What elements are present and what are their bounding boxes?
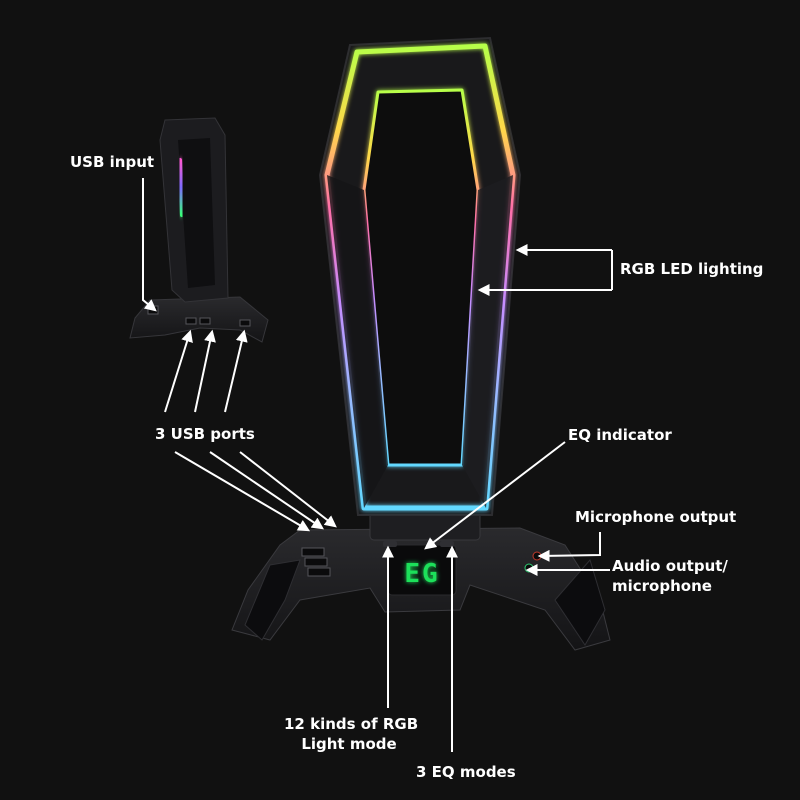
label-eq-modes: 3 EQ modes xyxy=(416,763,516,781)
arrow-usb-port-3 xyxy=(224,329,248,413)
rgb-mode-button[interactable] xyxy=(383,541,397,547)
side-usb-port[interactable] xyxy=(239,319,251,327)
label-eq-indicator: EQ indicator xyxy=(568,426,672,444)
label-microphone-output: Microphone output xyxy=(575,508,737,526)
arrow-usb-port-4 xyxy=(174,451,311,532)
stand-base-right-foot xyxy=(554,558,606,646)
eq-mode-button[interactable] xyxy=(440,541,454,547)
label-audio-output-line2: microphone xyxy=(612,577,712,595)
arrow-eq-indicator xyxy=(424,441,566,550)
arrow-microphone-output xyxy=(537,532,601,562)
label-rgb-modes-line2: Light mode xyxy=(301,735,397,753)
stand-base-left-foot xyxy=(244,559,301,641)
label-audio-output-line1: Audio output/ xyxy=(612,557,728,575)
arrow-usb-port-2 xyxy=(194,329,216,413)
callout-arrows xyxy=(142,178,613,752)
side-stand-base xyxy=(129,296,269,343)
label-rgb-led-lighting: RGB LED lighting xyxy=(620,260,764,278)
side-stand-rgb-strip xyxy=(178,158,184,217)
side-stand-arch-inner xyxy=(178,138,215,288)
usb-port[interactable] xyxy=(307,567,331,577)
label-usb-input: USB input xyxy=(70,153,155,171)
side-usb-port[interactable] xyxy=(185,317,197,325)
label-rgb-modes-line1: 12 kinds of RGB xyxy=(284,715,419,733)
side-usb-port[interactable] xyxy=(199,317,211,325)
eq-display-readout: EG xyxy=(404,559,439,589)
stand-facet xyxy=(462,175,513,508)
large-headphone-stand: EG xyxy=(231,36,611,651)
stand-facet xyxy=(327,175,388,508)
label-audio-output: Audio output/ microphone xyxy=(612,556,728,596)
label-usb-ports: 3 USB ports xyxy=(155,425,255,443)
arrow-usb-input xyxy=(142,178,157,312)
arrow-usb-port-6 xyxy=(239,451,337,528)
microphone-jack[interactable] xyxy=(532,551,542,561)
arrow-usb-port-5 xyxy=(209,451,324,530)
label-rgb-light-modes: 12 kinds of RGB Light mode xyxy=(284,714,419,754)
arrow-usb-port-1 xyxy=(164,329,193,413)
usb-port[interactable] xyxy=(304,557,328,567)
side-view-stand xyxy=(129,117,269,343)
usb-port[interactable] xyxy=(301,547,325,557)
